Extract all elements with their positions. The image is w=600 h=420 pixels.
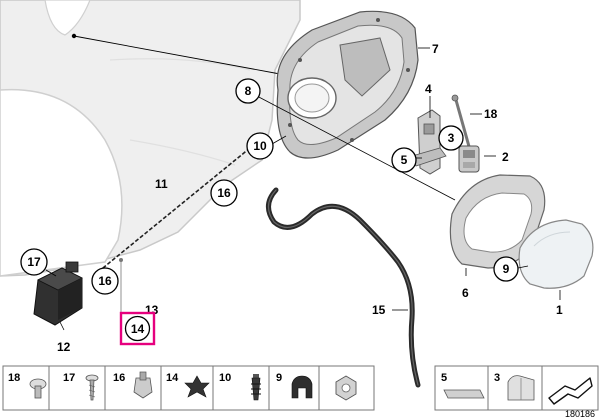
callout-4: 4 xyxy=(425,82,432,96)
callout-7: 7 xyxy=(432,42,439,56)
rubber-buffer-icon xyxy=(291,375,313,399)
callout-12: 12 xyxy=(57,340,71,354)
callout-16-upper: 16 xyxy=(217,186,231,200)
thumb-label-3: 3 xyxy=(494,372,500,384)
latch-pin xyxy=(451,94,472,151)
thumb-label-9: 9 xyxy=(276,372,282,384)
callout-16-lower: 16 xyxy=(98,274,112,288)
callout-11: 11 xyxy=(155,177,168,191)
leader-line xyxy=(73,35,281,75)
star-grommet-icon xyxy=(184,375,210,398)
clip-icon xyxy=(133,371,153,399)
shim-plate-icon xyxy=(443,389,485,399)
actuator-motor xyxy=(33,261,83,326)
callout-18: 18 xyxy=(484,107,498,121)
thumb-label-16: 16 xyxy=(113,372,125,384)
callout-8: 8 xyxy=(245,84,252,98)
fuel-filler-housing xyxy=(276,10,419,159)
leader-dot xyxy=(71,33,77,39)
release-cable xyxy=(97,147,251,273)
callout-1: 1 xyxy=(556,303,563,317)
thumb-label-10: 10 xyxy=(219,372,231,384)
reference-number: 180186 xyxy=(565,409,595,419)
drain-hose xyxy=(266,187,421,388)
hex-nut-icon xyxy=(335,375,357,401)
bent-plate-icon xyxy=(507,375,535,401)
expanding-rivet-icon xyxy=(251,374,261,401)
latch-bracket xyxy=(411,109,447,175)
flap-seal xyxy=(449,174,546,269)
thumb-label-5: 5 xyxy=(441,372,447,384)
small-parts-strip: 18 17 16 14 10 xyxy=(2,365,599,411)
guide-sleeve xyxy=(458,145,480,173)
thumb-label-17: 17 xyxy=(63,372,75,384)
callout-9: 9 xyxy=(503,262,510,276)
callout-6: 6 xyxy=(462,286,469,300)
callout-2: 2 xyxy=(502,150,509,164)
callout-3: 3 xyxy=(448,131,455,145)
screw-icon xyxy=(85,374,99,401)
assembly-arrow-icon xyxy=(548,377,593,405)
callout-14: 14 xyxy=(131,322,145,336)
thumb-label-18: 18 xyxy=(8,372,20,384)
thumb-label-14: 14 xyxy=(166,372,179,384)
callouts: 7 8 4 18 3 10 5 2 11 16 17 16 13 14 12 1… xyxy=(20,42,563,354)
callout-15: 15 xyxy=(372,303,386,317)
callout-17: 17 xyxy=(27,255,41,269)
cable-end-dot xyxy=(119,258,123,262)
callout-10: 10 xyxy=(253,139,267,153)
body-side-panel xyxy=(0,0,301,277)
push-rivet-icon xyxy=(29,378,47,399)
callout-5: 5 xyxy=(401,153,408,167)
fuel-flap-cover xyxy=(518,219,594,289)
